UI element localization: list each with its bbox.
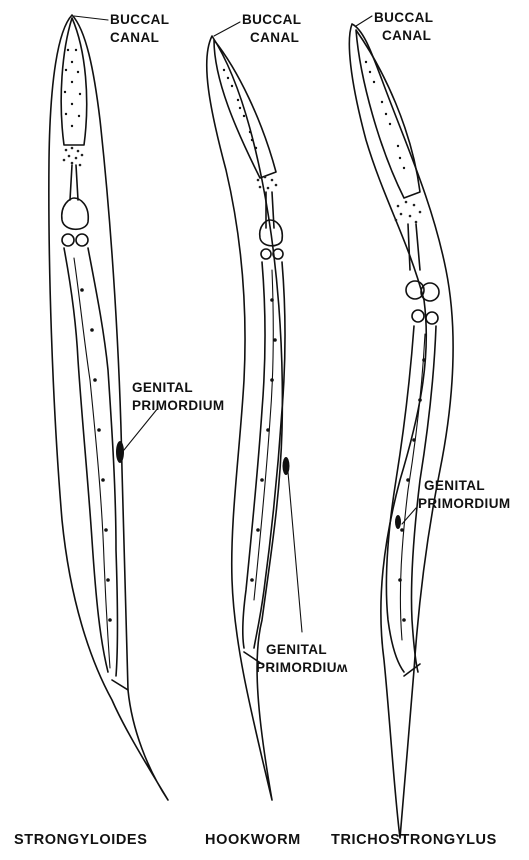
strongyloides-genital-primordium [116,441,124,463]
strongyloides-bulb [62,198,89,229]
strongyloides-buccal-label-line1: BUCCAL [110,12,169,27]
hookworm-buccal-label-line1: BUCCAL [242,12,301,27]
hookworm-genital-label-line1: GENITAL [266,642,327,657]
trichostrongylus-genital-pointer [402,508,416,524]
trichostrongylus-body-outline [349,24,453,838]
strongyloides-genital-pointer [124,408,158,450]
trichostrongylus-buccal-label-line1: BUCCAL [374,10,433,25]
larva-strongyloides: BUCCAL CANAL GENITAL PRIMORDIUM STRONGYL… [14,12,225,848]
trichostrongylus-buccal-label-line2: CANAL [382,28,431,43]
strongyloides-buccal-label-line2: CANAL [110,30,159,45]
hookworm-intestine [243,262,285,648]
strongyloides-intestine [64,248,118,676]
trichostrongylus-genital-primordium [395,515,401,529]
trichostrongylus-buccal-pointer [356,16,372,26]
hookworm-buccal-label-line2: CANAL [250,30,299,45]
hookworm-body-outline [207,36,283,800]
hookworm-genital-label-line2: PRIMORDIUʍ [256,660,348,675]
hookworm-caption: HOOKWORM [205,832,301,848]
larva-trichostrongylus: BUCCAL CANAL GENITAL PRIMORDIUM TRICHOST… [331,10,511,848]
strongyloides-caption: STRONGYLOIDES [14,832,147,848]
trichostrongylus-caption: TRICHOSTRONGYLUS [331,832,497,848]
hookworm-genital-pointer [288,472,302,632]
trichostrongylus-esophagus [356,30,420,198]
trichostrongylus-genital-label-line2: PRIMORDIUM [418,496,511,511]
strongyloides-buccal-pointer [74,16,108,20]
larva-hookworm: BUCCAL CANAL GENITAL PRIMORDIUʍ HOOKWORM [205,12,348,848]
trichostrongylus-genital-label-line1: GENITAL [424,478,485,493]
strongyloides-genital-label-line2: PRIMORDIUM [132,398,225,413]
strongyloides-genital-label-line1: GENITAL [132,380,193,395]
hookworm-buccal-pointer [214,22,240,36]
